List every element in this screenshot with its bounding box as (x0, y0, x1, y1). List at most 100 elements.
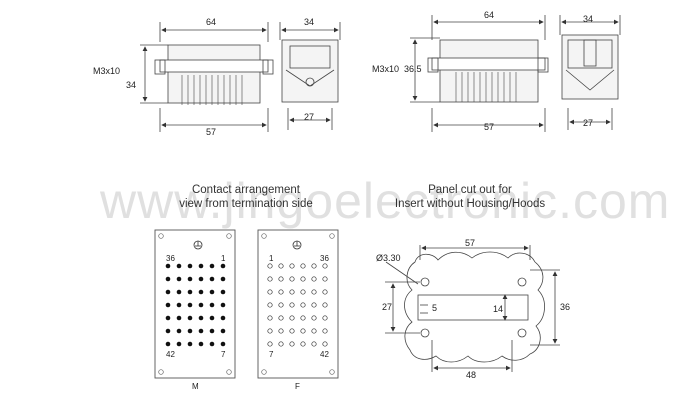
contact-pin (311, 263, 317, 269)
contact-pin (209, 302, 215, 308)
dim-height-right: 36.5 (404, 64, 422, 74)
contact-pin (278, 315, 284, 321)
contact-pin (176, 315, 182, 321)
female-label-tr: 36 (320, 254, 329, 263)
contact-pin (220, 289, 226, 295)
end-view-right (559, 15, 621, 130)
dim-bottom-right: 57 (484, 122, 495, 132)
dim-bottom-left: 57 (206, 127, 217, 137)
contact-pin (198, 289, 204, 295)
contact-pin (267, 276, 273, 282)
contact-pin (311, 302, 317, 308)
contact-pin (300, 276, 306, 282)
contact-pin (322, 341, 328, 347)
dim-thread-right: M3x10 (372, 64, 400, 74)
contact-pin (289, 341, 295, 347)
contact-pin (278, 302, 284, 308)
side-view-right (410, 15, 549, 132)
contact-pin (165, 315, 171, 321)
contact-pin (176, 302, 182, 308)
contact-pin (198, 302, 204, 308)
contact-pin (165, 263, 171, 269)
panel-cutout (385, 245, 560, 372)
contact-insert-female (257, 229, 339, 379)
contact-pin (267, 315, 273, 321)
panel-title-line1: Panel cut out for (428, 184, 512, 196)
male-label-bl: 42 (166, 350, 175, 359)
contact-pin (267, 263, 273, 269)
dim-width-left: 64 (206, 17, 217, 27)
contact-pin (198, 341, 204, 347)
contact-pin (278, 328, 284, 334)
contact-pin (300, 328, 306, 334)
contact-title-line2: view from termination side (179, 198, 313, 210)
dim-end-width-left: 34 (304, 17, 315, 27)
dim-left-height: 27 (382, 302, 393, 312)
contact-pin (267, 289, 273, 295)
contact-pin (220, 328, 226, 334)
contact-pin (300, 263, 306, 269)
contact-pin (165, 302, 171, 308)
panel-title-line2: Insert without Housing/Hoods (394, 198, 546, 210)
dim-hole-diameter: Ø3.30 (376, 253, 401, 263)
dim-inner-height: 14 (493, 304, 504, 314)
dim-inner-width: 5 (432, 303, 438, 313)
contact-pin (209, 263, 215, 269)
contact-pin (165, 289, 171, 295)
contact-pin (165, 276, 171, 282)
contact-pin (300, 341, 306, 347)
contact-pin (187, 315, 193, 321)
contact-pin (187, 341, 193, 347)
contact-pin (289, 328, 295, 334)
female-label-tl: 1 (269, 254, 274, 263)
contact-pin (289, 315, 295, 321)
side-view-left (140, 22, 274, 132)
contact-pin (278, 263, 284, 269)
contact-pin (322, 276, 328, 282)
dim-right-height: 36 (560, 302, 571, 312)
contact-pin (278, 289, 284, 295)
male-label-tl: 36 (166, 254, 175, 263)
dim-end-bottom-right: 27 (583, 118, 594, 128)
contact-pin (267, 302, 273, 308)
contact-pin (220, 276, 226, 282)
contact-pin (220, 263, 226, 269)
contact-pin (187, 263, 193, 269)
contact-pin (165, 328, 171, 334)
contact-pin (198, 276, 204, 282)
dim-end-bottom-left: 27 (304, 112, 315, 122)
contact-pin (209, 341, 215, 347)
contact-pin (198, 315, 204, 321)
male-label-tr: 1 (221, 254, 226, 263)
ground-icon (193, 240, 203, 250)
contact-pin (267, 328, 273, 334)
contact-pin (209, 328, 215, 334)
contact-pin (187, 302, 193, 308)
contact-pin (322, 302, 328, 308)
contact-pin (322, 315, 328, 321)
contact-insert-male (154, 229, 236, 379)
contact-pin (267, 341, 273, 347)
ground-icon (292, 240, 302, 250)
contact-pin (311, 289, 317, 295)
contact-pin (278, 276, 284, 282)
contact-pin (322, 289, 328, 295)
contact-pin (187, 276, 193, 282)
contact-pin (209, 289, 215, 295)
contact-pin (300, 302, 306, 308)
contact-pin (187, 328, 193, 334)
female-insert-label: F (295, 382, 300, 391)
female-label-bl: 7 (269, 350, 274, 359)
contact-pin (198, 263, 204, 269)
contact-pin (209, 315, 215, 321)
end-view-left (279, 22, 341, 130)
contact-pin (176, 341, 182, 347)
contact-pin (176, 263, 182, 269)
contact-pin (289, 263, 295, 269)
contact-pin (220, 315, 226, 321)
contact-pin (176, 289, 182, 295)
male-label-br: 7 (221, 350, 226, 359)
contact-pin (311, 315, 317, 321)
contact-pin (165, 341, 171, 347)
contact-pin (311, 276, 317, 282)
